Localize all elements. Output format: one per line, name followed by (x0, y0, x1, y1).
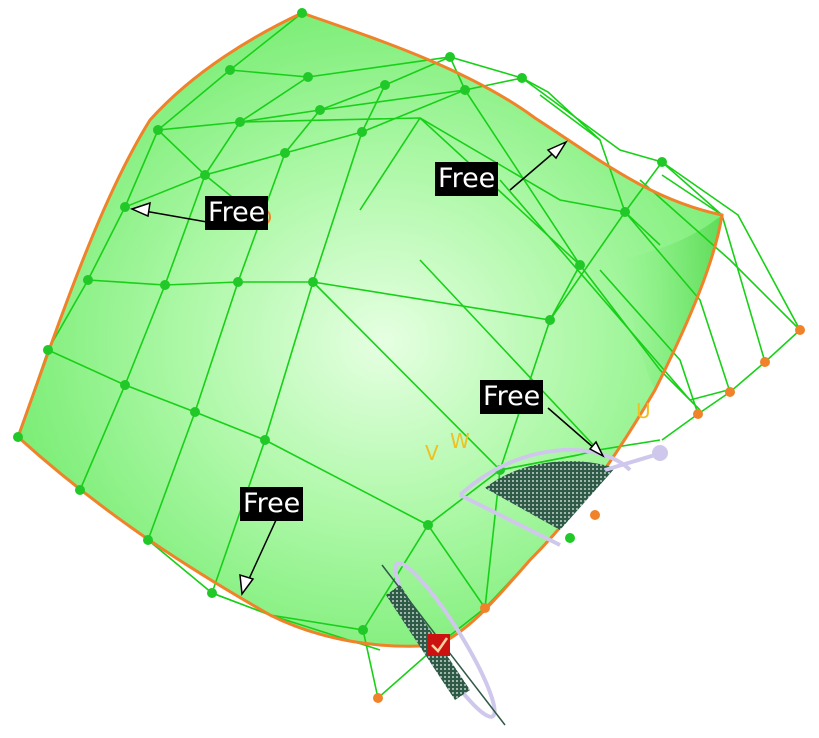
free-label-bottom[interactable]: Free (240, 487, 304, 521)
right-manipulator[interactable] (458, 445, 668, 547)
corner-handle[interactable] (428, 634, 450, 656)
bspline-surface[interactable] (18, 13, 722, 647)
free-arrows (129, 140, 605, 597)
axis-labels: V W U (425, 399, 651, 465)
free-label-top-right[interactable]: Free (435, 162, 499, 196)
surface-right-shade (620, 215, 722, 390)
control-points[interactable] (13, 8, 667, 635)
axis-u-label: U (636, 399, 651, 423)
edge-control-points[interactable] (373, 325, 805, 703)
checkmark-icon (431, 637, 449, 653)
free-label-right[interactable]: Free (480, 380, 544, 414)
free-label-left[interactable]: Free (205, 196, 269, 230)
axis-v-label: V (425, 441, 439, 465)
axis-w-label: W (450, 429, 470, 453)
surface-boundary[interactable] (16, 11, 724, 648)
